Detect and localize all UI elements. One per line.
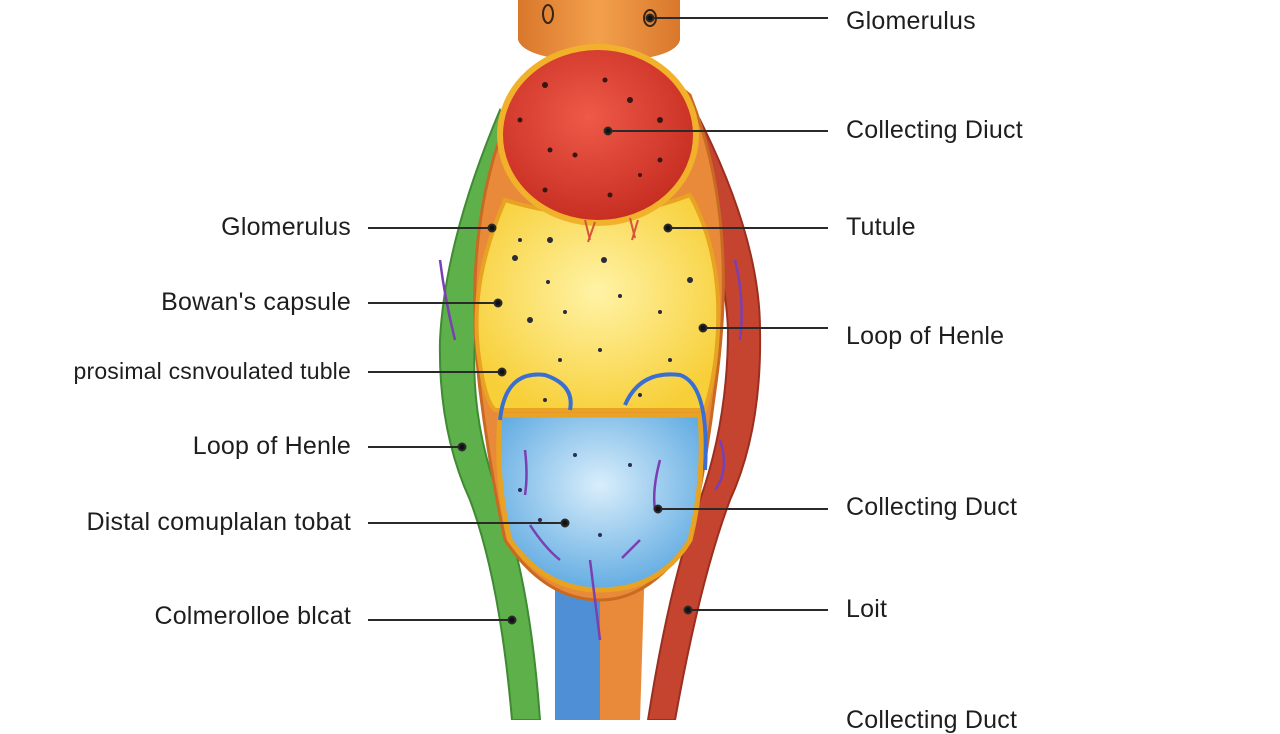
- label-right-tubule: Tutule: [846, 213, 916, 241]
- label-left-loop-of-henle: Loop of Henle: [192, 432, 351, 460]
- top-tube: [518, 0, 680, 62]
- label-right-glomerulus: Glomerulus: [846, 7, 976, 35]
- label-right-collecting-duct-1: Collecting Diuct: [846, 116, 1023, 144]
- blue-loop-right: [623, 372, 708, 471]
- label-left-glomerulus: Glomerulus: [221, 213, 351, 241]
- label-left-distal-tubule: Distal comuplalan tobat: [86, 508, 351, 536]
- label-right-collecting-duct-2: Collecting Duct: [846, 493, 1018, 521]
- label-left-bowans-capsule: Bowan's capsule: [161, 288, 351, 316]
- label-right-loit: Loit: [846, 595, 888, 623]
- label-left-collecting: Colmerolloe blcat: [154, 602, 351, 630]
- blue-chamber: [496, 412, 704, 593]
- blue-loop-left: [498, 372, 573, 421]
- label-left-proximal-tubule: prosimal csnvoulated tuble: [73, 358, 351, 384]
- glomerulus-ball: [497, 44, 699, 226]
- label-right-collecting-duct-3: Collecting Duct: [846, 706, 1018, 734]
- red-vessel: [646, 118, 762, 720]
- label-right-loop-of-henle: Loop of Henle: [846, 322, 1005, 350]
